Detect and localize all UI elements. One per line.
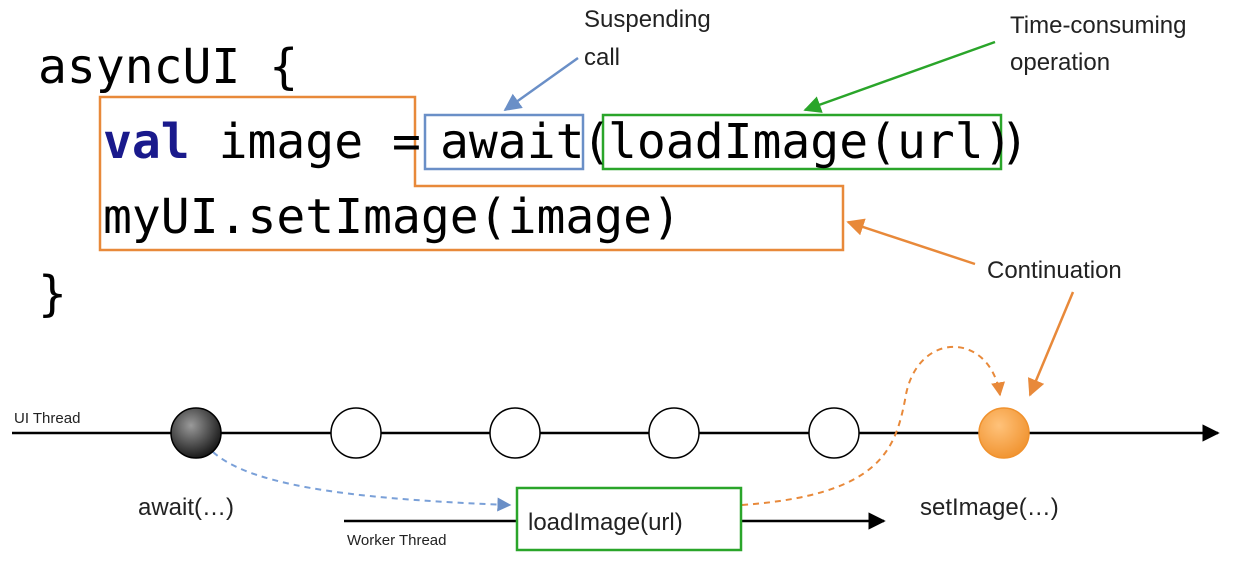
- ui-event-node-1: [330, 407, 382, 459]
- code-line-2: val image =: [103, 114, 421, 170]
- callout-timeconsuming-line2: operation: [1010, 49, 1110, 76]
- code-open-paren: (: [582, 114, 611, 170]
- continuation-outline: [98, 95, 845, 252]
- continuation-code-arrow: [846, 218, 976, 266]
- await-node: [170, 407, 222, 459]
- suspending-box: [423, 113, 585, 171]
- suspending-arrow: [503, 56, 579, 112]
- ui-event-node-4: [808, 407, 860, 459]
- code-line-4: }: [38, 266, 67, 322]
- code-load-call: loadImage(url): [608, 114, 1013, 170]
- load-image-label: loadImage(url): [528, 509, 683, 536]
- code-line-1: asyncUI {: [38, 39, 298, 95]
- ui-event-node-3: [648, 407, 700, 459]
- worker-thread-label: Worker Thread: [347, 532, 447, 549]
- callout-continuation: Continuation: [987, 257, 1122, 284]
- code-image-assign: image =: [190, 114, 421, 170]
- callout-suspending-line1: Suspending: [584, 6, 711, 33]
- load-image-box: [515, 486, 743, 552]
- set-image-label: setImage(…): [920, 494, 1059, 521]
- set-image-node: [978, 407, 1030, 459]
- callout-timeconsuming-line1: Time-consuming: [1010, 12, 1187, 39]
- code-await: await: [440, 114, 585, 170]
- keyword-val: val: [103, 114, 190, 170]
- ui-event-node-2: [489, 407, 541, 459]
- ui-thread-label: UI Thread: [14, 410, 80, 427]
- await-label: await(…): [138, 494, 234, 521]
- time-consuming-arrow: [803, 40, 996, 113]
- code-close-paren: ): [1000, 114, 1029, 170]
- code-line-3: myUI.setImage(image): [103, 189, 681, 245]
- callout-suspending-line2: call: [584, 44, 620, 71]
- await-to-worker-flow: [212, 451, 512, 512]
- continuation-node-arrow: [1027, 291, 1075, 397]
- worker-to-continuation-flow: [741, 345, 1005, 506]
- time-consuming-box: [601, 113, 1003, 171]
